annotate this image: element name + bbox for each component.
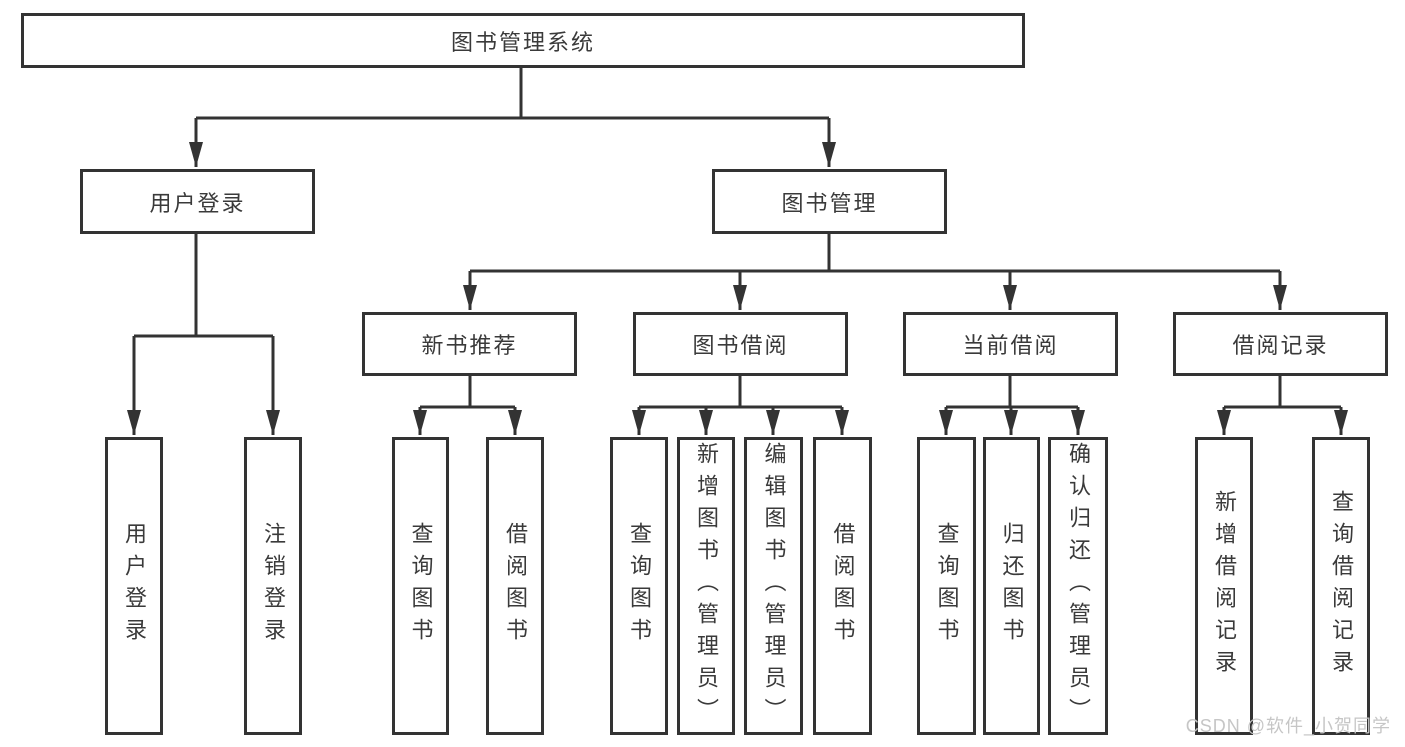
leaf-query-books-recommend: 查询图书 xyxy=(392,437,449,735)
leaf-user-login: 用户登录 xyxy=(105,437,163,735)
leaf-borrow-books-recommend: 借阅图书 xyxy=(486,437,544,735)
node-borrowing-records: 借阅记录 xyxy=(1173,312,1388,376)
leaf-confirm-return-admin: 确认归还（管理员） xyxy=(1048,437,1108,735)
csdn-watermark: CSDN @软件_小贺同学 xyxy=(1185,716,1391,736)
leaf-query-books-borrow: 查询图书 xyxy=(610,437,668,735)
node-library-management-system: 图书管理系统 xyxy=(21,13,1025,68)
leaf-query-borrow-record: 查询借阅记录 xyxy=(1312,437,1370,735)
leaf-borrow-books: 借阅图书 xyxy=(813,437,872,735)
node-book-borrowing: 图书借阅 xyxy=(633,312,848,376)
node-user-login: 用户登录 xyxy=(80,169,315,234)
leaf-add-books-admin: 新增图书（管理员） xyxy=(677,437,735,735)
leaf-add-borrow-record: 新增借阅记录 xyxy=(1195,437,1253,735)
leaf-return-books: 归还图书 xyxy=(983,437,1040,735)
node-current-borrowing: 当前借阅 xyxy=(903,312,1118,376)
leaf-logout: 注销登录 xyxy=(244,437,302,735)
leaf-edit-books-admin: 编辑图书（管理员） xyxy=(744,437,803,735)
node-new-book-recommend: 新书推荐 xyxy=(362,312,577,376)
node-book-management: 图书管理 xyxy=(712,169,947,234)
leaf-query-books-current: 查询图书 xyxy=(917,437,976,735)
